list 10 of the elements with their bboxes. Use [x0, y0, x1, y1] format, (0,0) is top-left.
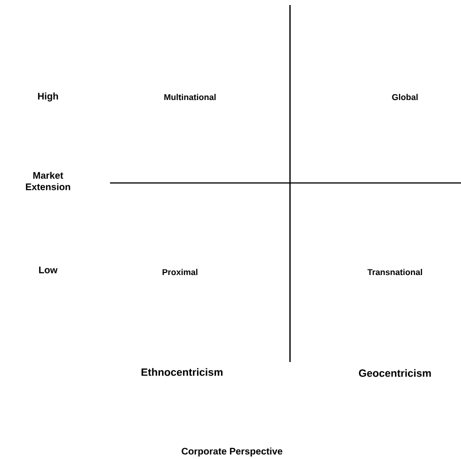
axis-title: Corporate Perspective: [182, 448, 282, 456]
quadrant-label: Global: [392, 94, 418, 100]
axis-level-label: High: [38, 92, 58, 102]
column-label: Geocentricism: [358, 369, 431, 377]
axis-title: Market Extension: [26, 172, 70, 190]
quadrant-label: Proximal: [162, 268, 198, 276]
quadrant-label: Multinational: [164, 94, 216, 100]
column-label: Ethnocentricism: [142, 368, 222, 376]
axis-level-label: Low: [39, 266, 58, 274]
quadrant-label: Transnational: [367, 268, 422, 276]
